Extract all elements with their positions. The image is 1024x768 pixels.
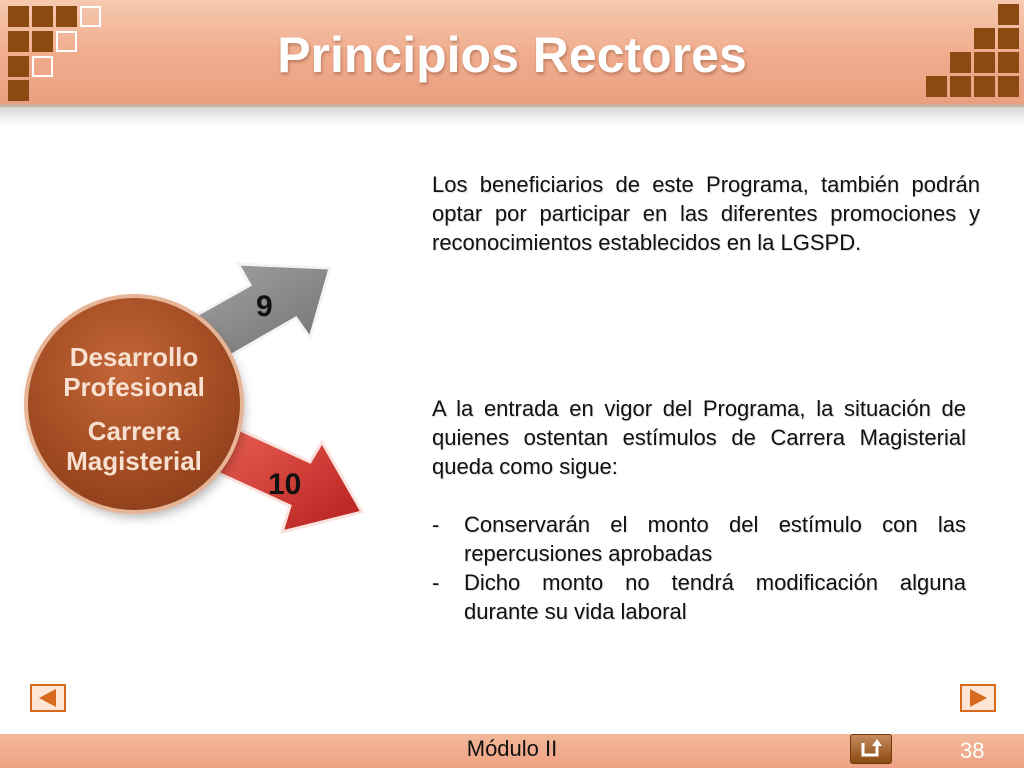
development-circle: Desarrollo Profesional Carrera Magisteri… xyxy=(28,298,240,510)
return-arrow-icon xyxy=(861,739,882,757)
list-dash: - xyxy=(432,570,440,595)
decorative-squares-right xyxy=(910,0,1024,104)
decorative-squares-left xyxy=(0,0,110,104)
next-slide-button[interactable] xyxy=(960,684,996,712)
principles-diagram: Desarrollo Profesional Carrera Magisteri… xyxy=(20,240,380,560)
list-item-text: Dicho monto no tendrá modificación algun… xyxy=(464,570,966,624)
header-shadow xyxy=(0,104,1024,126)
triangle-right-icon xyxy=(970,689,987,707)
return-button[interactable] xyxy=(850,734,892,764)
list-dash: - xyxy=(432,512,440,537)
circle-label-development: Desarrollo Profesional xyxy=(63,342,205,402)
arrow-number-10: 10 xyxy=(268,468,302,501)
previous-slide-button[interactable] xyxy=(30,684,66,712)
list-item: - Conservarán el monto del estímulo con … xyxy=(432,510,966,568)
paragraph-transition: A la entrada en vigor del Programa, la s… xyxy=(432,396,966,479)
arrow-number-9: 9 xyxy=(256,290,273,323)
paragraph-beneficiaries: Los beneficiarios de este Programa, tamb… xyxy=(432,172,980,255)
header-bar xyxy=(0,0,1024,107)
module-label: Módulo II xyxy=(466,736,558,761)
circle-label-career: Carrera Magisterial xyxy=(66,416,202,476)
list-item-text: Conservarán el monto del estímulo con la… xyxy=(464,512,966,566)
page-title: Principios Rectores xyxy=(277,27,747,83)
triangle-left-icon xyxy=(39,689,56,707)
list-item: - Dicho monto no tendrá modificación alg… xyxy=(432,568,966,626)
slide-number: 38 xyxy=(960,738,985,763)
conditions-list: - Conservarán el monto del estímulo con … xyxy=(432,510,966,626)
